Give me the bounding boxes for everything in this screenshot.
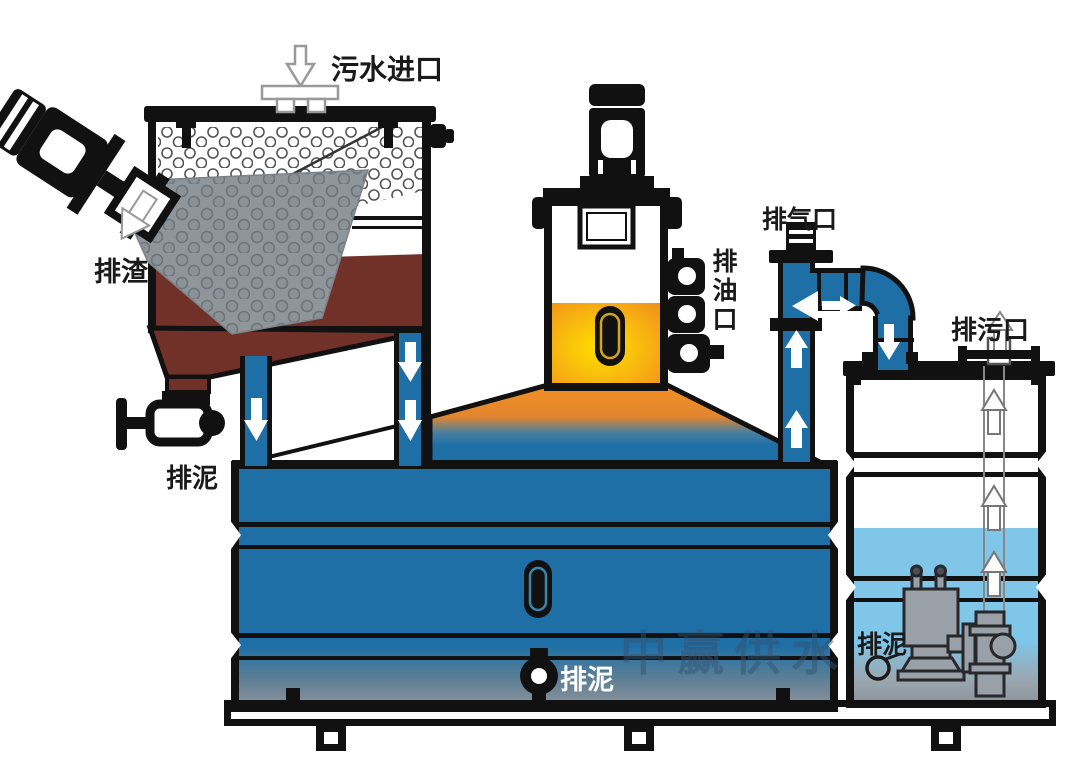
flow-arrow-down-icon [244, 342, 422, 441]
label-sewage-inlet: 污水进口 [331, 54, 444, 85]
drain-outlet-fitting [958, 310, 1040, 366]
distribution-cone [232, 382, 837, 467]
oil-outlet-valves[interactable] [667, 248, 724, 373]
label-sludge-center: 排泥 [560, 665, 614, 695]
label-sludge-left: 排泥 [166, 463, 219, 493]
base-frame [224, 700, 1056, 751]
flow-arrow-left-icon [792, 291, 818, 321]
slag-chute [103, 165, 182, 244]
flow-arrow-up-icon [785, 330, 808, 448]
left-tank-funnel [146, 325, 429, 394]
brand-emblem-vessel [595, 306, 625, 366]
label-oil-outlet: 排油口 [709, 248, 737, 335]
submersible-pump [896, 564, 1017, 698]
label-sludge-right: 排泥 [857, 631, 908, 659]
vessel-motor [580, 84, 654, 190]
watermark-text: 中赢供水 [620, 627, 848, 680]
screen-motor [0, 89, 182, 244]
flow-arrow-right-icon [822, 296, 856, 315]
left-tank-sludge-valve[interactable] [116, 391, 225, 450]
flow-arrow-down-icon [120, 189, 159, 241]
main-tank-sludge-valve[interactable] [520, 648, 558, 704]
right-sludge-symbol [865, 652, 901, 681]
label-air-vent: 排气口 [762, 206, 838, 234]
frame-foot [316, 726, 961, 751]
label-drain-outlet: 排污口 [951, 315, 1030, 345]
label-slag-discharge: 排渣 [94, 257, 148, 287]
oil-vessel [532, 84, 724, 391]
perforated-screen-plate [110, 169, 370, 335]
flow-arrow-down-icon [284, 44, 317, 89]
air-vent-cap [769, 222, 833, 263]
left-down-pipes [240, 333, 426, 466]
flow-arrow-up-icon [980, 388, 1008, 597]
sewage-inlet-fitting [260, 44, 340, 114]
vent-riser-elbow [769, 222, 918, 462]
flow-arrow-down-icon [878, 324, 900, 360]
brand-emblem-tank [524, 560, 552, 618]
